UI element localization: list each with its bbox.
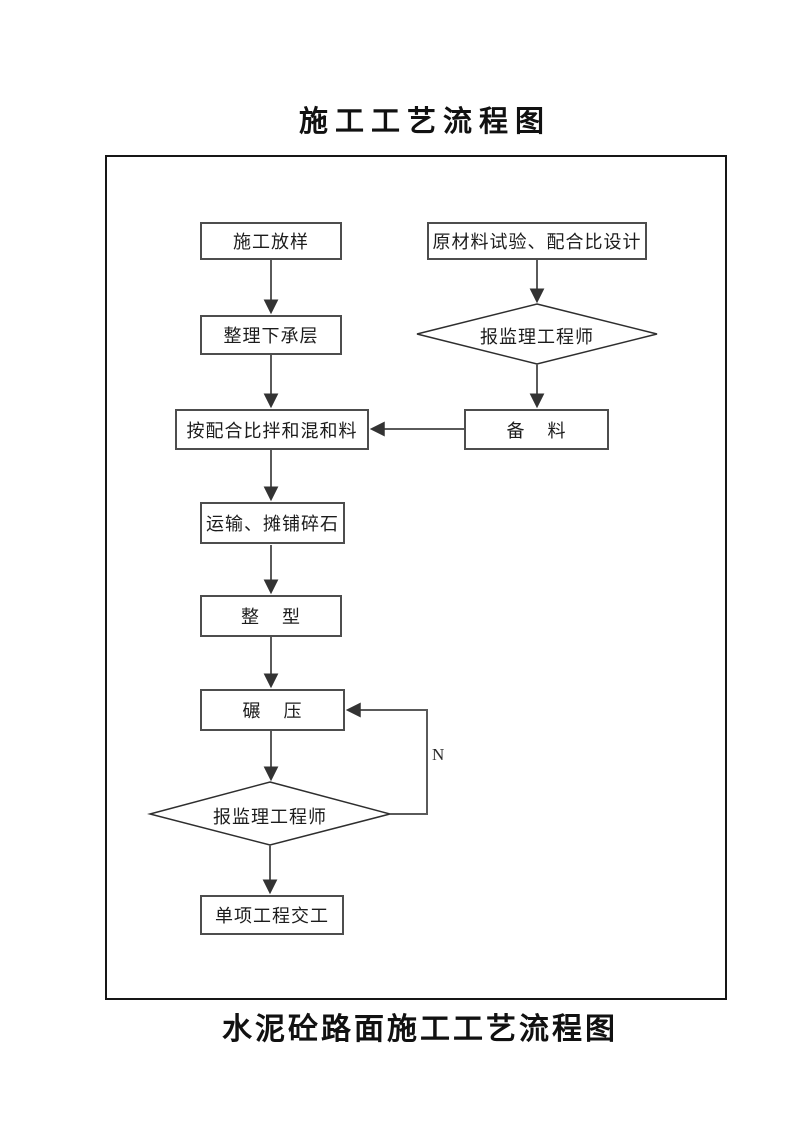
node-shaping: 整 型 [200, 595, 342, 637]
node-mix-by-ratio: 按配合比拌和混和料 [175, 409, 369, 450]
flowchart-connectors [147, 260, 658, 895]
page-title: 施工工艺流程图 [298, 106, 552, 138]
node-prepare-subbase: 整理下承层 [200, 315, 342, 355]
page-caption: 水泥砼路面施工工艺流程图 [222, 1013, 618, 1046]
node-rolling: 碾 压 [200, 689, 345, 731]
node-material-preparation-label: 备 料 [506, 420, 567, 441]
node-project-handover: 单项工程交工 [200, 895, 344, 935]
node-transport-spread-label: 运输、摊铺碎石 [206, 514, 339, 534]
node-raw-material-test-label: 原材料试验、配合比设计 [432, 232, 642, 252]
flowchart-frame: 施工放样 原材料试验、配合比设计 整理下承层 按配合比拌和混和料 备 料 运输、… [105, 155, 727, 1000]
decision-report-supervisor-top-label: 报监理工程师 [480, 327, 594, 347]
connector-reject-loop-to-rolling [345, 702, 428, 815]
node-material-preparation: 备 料 [464, 409, 609, 450]
node-transport-spread: 运输、摊铺碎石 [200, 502, 345, 544]
branch-label-n: N [432, 745, 445, 764]
node-raw-material-test: 原材料试验、配合比设计 [427, 222, 647, 260]
node-construction-layout-label: 施工放样 [233, 232, 309, 252]
node-mix-by-ratio-label: 按配合比拌和混和料 [186, 420, 358, 441]
node-project-handover-label: 单项工程交工 [215, 906, 329, 926]
decision-report-supervisor-bottom-label: 报监理工程师 [213, 807, 327, 827]
node-rolling-label: 碾 压 [242, 701, 303, 721]
node-shaping-label: 整 型 [241, 607, 301, 627]
node-prepare-subbase-label: 整理下承层 [223, 326, 319, 346]
node-construction-layout: 施工放样 [200, 222, 342, 260]
